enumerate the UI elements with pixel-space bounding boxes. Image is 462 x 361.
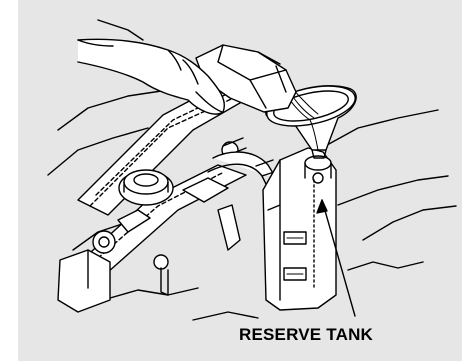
reserve-tank-label: RESERVE TANK	[239, 325, 373, 345]
reserve-tank	[263, 148, 336, 310]
radiator-cap	[119, 170, 173, 205]
illustration-panel	[18, 0, 462, 361]
engine-coolant-illustration	[18, 0, 462, 361]
